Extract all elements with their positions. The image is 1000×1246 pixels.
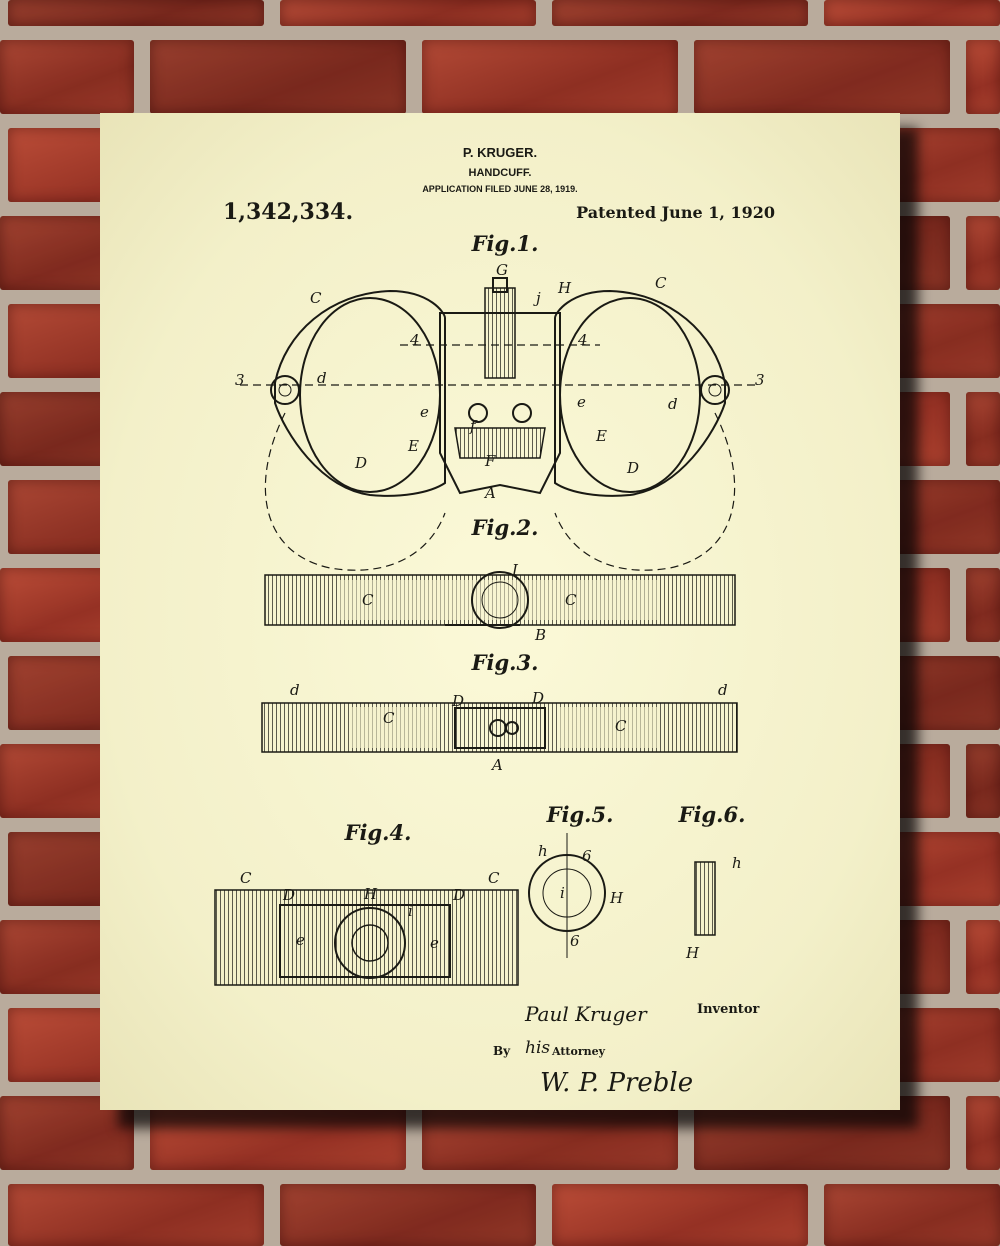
brick xyxy=(552,1184,808,1246)
part-label: B xyxy=(534,626,546,644)
part-label: i xyxy=(408,902,413,920)
figure-1: Fig.1. C C G H j d d 3 3 4 4 e e f xyxy=(235,231,765,571)
his-label: his xyxy=(525,1038,550,1058)
part-label: F xyxy=(484,452,496,470)
part-label: E xyxy=(407,437,419,455)
brick xyxy=(150,40,406,114)
inventor-signature: Paul Kruger xyxy=(524,1002,648,1026)
figure-4-title: Fig.4. xyxy=(344,820,412,845)
by-label: By xyxy=(493,1044,511,1058)
brick xyxy=(966,40,1000,114)
figure-5: Fig.5. h 6 6 i H xyxy=(528,802,624,958)
brick xyxy=(280,1184,536,1246)
part-label: d xyxy=(668,395,678,413)
patent-poster: P. KRUGER. HANDCUFF. APPLICATION FILED J… xyxy=(100,113,900,1110)
part-label: e xyxy=(296,931,305,949)
part-label: C xyxy=(310,289,322,307)
figure-2: Fig.2. I C C B xyxy=(264,515,736,644)
part-label: 3 xyxy=(235,371,245,389)
part-label: D xyxy=(626,459,639,477)
figure-1-part-labels: C C G H j d d 3 3 4 4 e e f E E F D D A xyxy=(235,261,765,502)
part-label: j xyxy=(533,289,541,307)
part-label: D xyxy=(451,692,464,710)
part-label: d xyxy=(317,369,327,387)
brick xyxy=(8,1184,264,1246)
part-label: H xyxy=(609,889,624,907)
part-label: C xyxy=(488,869,500,887)
part-label: 4 xyxy=(577,331,588,349)
part-label: H xyxy=(363,885,378,903)
brick xyxy=(824,0,1000,26)
patent-date: Patented June 1, 1920 xyxy=(576,203,775,222)
brick xyxy=(8,0,264,26)
figure-3: Fig.3. d d D D C C A xyxy=(261,650,738,774)
part-label: C xyxy=(240,869,252,887)
part-label: D xyxy=(452,886,465,904)
part-label: 6 xyxy=(582,847,592,865)
brick xyxy=(422,40,678,114)
inventor-label: Inventor xyxy=(697,1002,759,1017)
part-label: G xyxy=(496,261,508,279)
patent-number: 1,342,334. xyxy=(223,199,353,225)
part-label: 6 xyxy=(570,932,580,950)
part-label: H xyxy=(685,944,700,962)
figure-5-title: Fig.5. xyxy=(546,802,614,827)
part-label: e xyxy=(430,934,439,952)
part-label: I xyxy=(511,561,519,579)
signature-block: Paul Kruger Inventor By his Attorney W. … xyxy=(493,1002,759,1098)
figure-6-title: Fig.6. xyxy=(678,802,746,827)
part-label: A xyxy=(490,756,503,774)
part-label: C xyxy=(383,709,395,727)
attorney-signature: W. P. Preble xyxy=(540,1068,693,1098)
part-label: C xyxy=(362,591,374,609)
figure-3-title: Fig.3. xyxy=(471,650,539,675)
part-label: C xyxy=(615,717,627,735)
figure-2-title: Fig.2. xyxy=(471,515,539,540)
part-label: C xyxy=(565,591,577,609)
brick xyxy=(966,744,1000,818)
part-label: 3 xyxy=(755,371,765,389)
application-date: APPLICATION FILED JUNE 28, 1919. xyxy=(422,184,577,194)
brick xyxy=(966,216,1000,290)
part-label: E xyxy=(595,427,607,445)
part-label: D xyxy=(282,886,295,904)
part-label: A xyxy=(483,484,496,502)
brick xyxy=(280,0,536,26)
part-label: C xyxy=(655,274,667,292)
inventor-header: P. KRUGER. xyxy=(463,145,537,160)
part-label: f xyxy=(469,417,478,435)
brick xyxy=(966,392,1000,466)
part-label: H xyxy=(557,279,572,297)
part-label: d xyxy=(290,681,300,699)
brick xyxy=(966,920,1000,994)
brick xyxy=(966,1096,1000,1170)
part-label: e xyxy=(420,403,429,421)
patent-title: HANDCUFF. xyxy=(469,167,532,179)
figure-1-title: Fig.1. xyxy=(471,231,539,256)
patent-drawing: P. KRUGER. HANDCUFF. APPLICATION FILED J… xyxy=(214,145,775,1098)
attorney-label: Attorney xyxy=(551,1045,606,1058)
part-label: h xyxy=(732,854,742,872)
part-label: d xyxy=(718,681,728,699)
figure-4: Fig.4. C C D D H i e e xyxy=(214,820,519,986)
part-label: i xyxy=(560,884,565,902)
part-label: D xyxy=(354,454,367,472)
brick xyxy=(824,1184,1000,1246)
part-label: h xyxy=(538,842,548,860)
brick xyxy=(966,568,1000,642)
part-label: 4 xyxy=(409,331,420,349)
figure-6: Fig.6. h H xyxy=(678,802,746,962)
brick xyxy=(694,40,950,114)
brick xyxy=(0,40,134,114)
part-label: e xyxy=(577,393,586,411)
part-label: D xyxy=(531,689,544,707)
brick xyxy=(552,0,808,26)
